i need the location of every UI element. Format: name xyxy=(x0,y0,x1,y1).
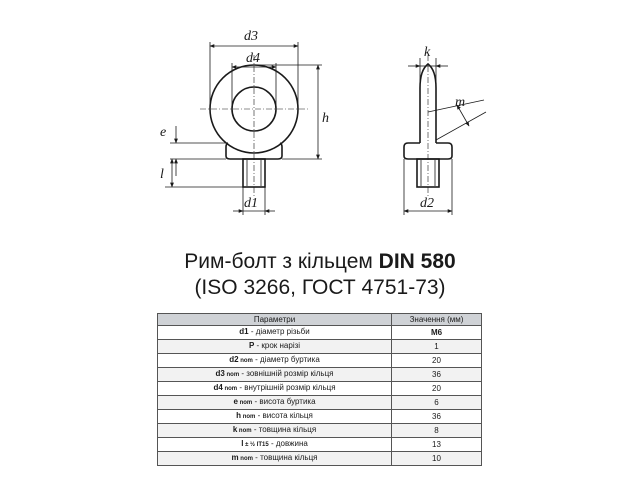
parameter-qualifier: nom xyxy=(237,428,252,434)
parameter-cell: e nom - висота буртика xyxy=(157,395,392,410)
parameter-cell: P - крок нарізі xyxy=(157,339,392,354)
value-cell: 6 xyxy=(391,395,482,410)
parameter-symbol: e xyxy=(233,397,238,406)
parameter-cell: h nom - висота кільця xyxy=(157,409,392,424)
label-k: k xyxy=(424,45,431,60)
parameter-symbol: l xyxy=(241,439,244,448)
value-cell: 20 xyxy=(391,353,482,368)
parameter-qualifier: nom xyxy=(237,400,253,406)
parameter-qualifier: nom xyxy=(222,386,238,392)
product-title: Рим-болт з кільцем DIN 580 xyxy=(0,249,640,275)
label-d2: d2 xyxy=(420,196,434,211)
parameter-description: - висота кільця xyxy=(255,411,313,420)
label-d1: d1 xyxy=(244,196,258,211)
value-cell: 20 xyxy=(391,381,482,396)
header-values: Значення (мм) xyxy=(391,313,482,326)
parameter-symbol: d4 xyxy=(213,383,223,392)
product-standard: DIN 580 xyxy=(378,250,456,273)
parameter-cell: l ± ½ IT15 - довжина xyxy=(157,437,392,452)
specifications-table: Параметри Значення (мм) d1 - діаметр різ… xyxy=(157,313,482,466)
parameter-description: - товщина кільця xyxy=(252,453,318,462)
label-m: m xyxy=(455,95,465,110)
parameter-symbol: k xyxy=(232,425,238,434)
label-h: h xyxy=(322,111,329,126)
parameter-cell: m nom - товщина кільця xyxy=(157,451,392,466)
parameter-description: - висота буртика xyxy=(252,397,316,406)
parameter-qualifier: nom xyxy=(238,358,253,364)
label-e: e xyxy=(160,125,166,140)
parameter-description: - діаметр різьби xyxy=(248,327,310,336)
value-cell: 13 xyxy=(391,437,482,452)
eye-bolt-technical-drawing: d3 d4 h e l d1 k m d2 xyxy=(160,29,487,215)
parameter-cell: d3 nom - зовнішній розмір кільця xyxy=(157,367,392,382)
parameter-symbol: d2 xyxy=(229,355,239,364)
parameter-description: - крок нарізі xyxy=(254,341,301,350)
parameter-cell: d1 - діаметр різьби xyxy=(157,325,392,340)
value-cell: M6 xyxy=(391,325,482,340)
parameter-symbol: d1 xyxy=(239,327,249,336)
parameter-description: - внутрішній розмір кільця xyxy=(237,383,336,392)
value-cell: 8 xyxy=(391,423,482,438)
product-title-text: Рим-болт з кільцем xyxy=(184,250,373,273)
parameter-cell: d4 nom - внутрішній розмір кільця xyxy=(157,381,392,396)
parameter-qualifier: nom xyxy=(224,372,240,378)
parameter-qualifier: nom xyxy=(238,456,253,462)
parameter-symbol: P xyxy=(248,341,255,350)
parameter-symbol: m xyxy=(231,453,239,462)
parameter-qualifier: ± ½ IT15 xyxy=(243,442,269,448)
parameter-description: - зовнішній розмір кільця xyxy=(239,369,334,378)
parameter-cell: d2 nom - діаметр буртика xyxy=(157,353,392,368)
parameter-description: - товщина кільця xyxy=(251,425,317,434)
table-header-row: Параметри Значення (мм) xyxy=(157,313,482,326)
parameter-symbol: d3 xyxy=(215,369,225,378)
label-d4: d4 xyxy=(246,51,260,66)
header-parameters: Параметри xyxy=(157,313,392,326)
parameter-symbol: h xyxy=(236,411,242,420)
parameter-qualifier: nom xyxy=(241,414,256,420)
value-cell: 36 xyxy=(391,409,482,424)
label-d3: d3 xyxy=(244,29,258,44)
parameter-description: - діаметр буртика xyxy=(252,355,320,364)
parameter-cell: k nom - товщина кільця xyxy=(157,423,392,438)
label-l: l xyxy=(160,167,164,182)
product-standards-subtitle: (ISO 3266, ГОСТ 4751-73) xyxy=(194,276,446,299)
value-cell: 36 xyxy=(391,367,482,382)
value-cell: 1 xyxy=(391,339,482,354)
parameter-description: - довжина xyxy=(268,439,308,448)
value-cell: 10 xyxy=(391,451,482,466)
